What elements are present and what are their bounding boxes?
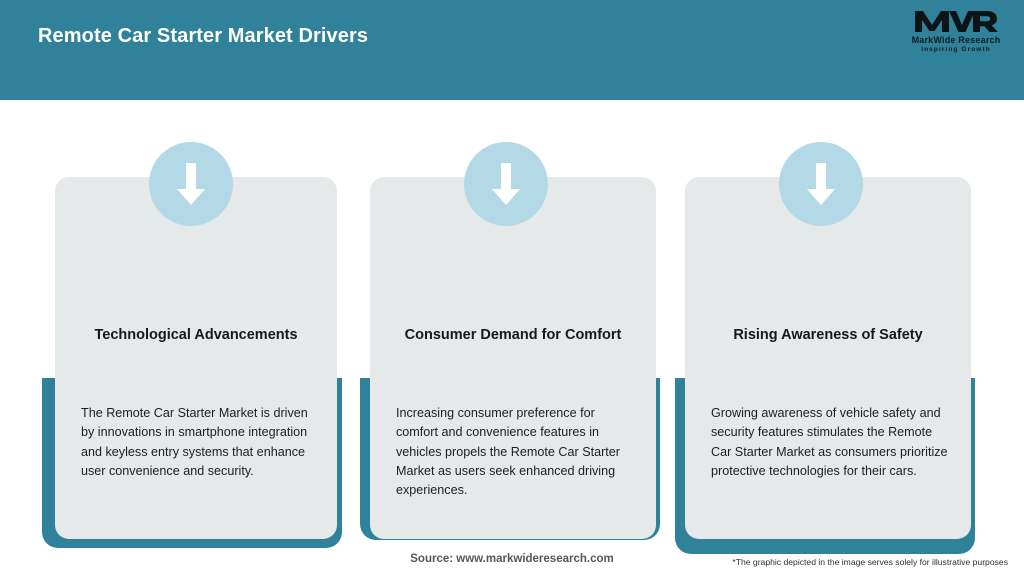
driver-card-2: Consumer Demand for Comfort Increasing c… bbox=[350, 100, 672, 540]
arrow-down-icon bbox=[779, 142, 863, 226]
card-body-text: The Remote Car Starter Market is driven … bbox=[81, 406, 308, 478]
mwr-logo-icon bbox=[915, 11, 998, 32]
card-title: Rising Awareness of Safety bbox=[733, 327, 923, 343]
arrow-down-icon bbox=[149, 142, 233, 226]
card-title: Consumer Demand for Comfort bbox=[404, 327, 622, 343]
driver-card-3: Rising Awareness of Safety Growing aware… bbox=[665, 100, 987, 554]
source-label: Source: www.markwideresearch.com bbox=[410, 553, 614, 565]
card-surface: Consumer Demand for Comfort Increasing c… bbox=[370, 177, 656, 539]
card-body-text: Increasing consumer preference for comfo… bbox=[396, 406, 620, 498]
page-header: Remote Car Starter Market Drivers MarkWi… bbox=[0, 0, 1024, 100]
logo-tagline: Inspiring Growth bbox=[921, 46, 991, 53]
arrow-down-icon bbox=[464, 142, 548, 226]
card-body-text: Growing awareness of vehicle safety and … bbox=[711, 406, 948, 478]
logo-company-name: MarkWide Research bbox=[911, 35, 1001, 45]
arrow-down-glyph bbox=[807, 163, 835, 205]
arrow-down-glyph bbox=[177, 163, 205, 205]
arrow-down-glyph bbox=[492, 163, 520, 205]
card-surface: Technological Advancements The Remote Ca… bbox=[55, 177, 337, 539]
markwide-research-logo: MarkWide Research Inspiring Growth bbox=[902, 8, 1010, 64]
card-title: Technological Advancements bbox=[94, 327, 298, 343]
driver-card-1: Technological Advancements The Remote Ca… bbox=[32, 100, 354, 548]
disclaimer-label: *The graphic depicted in the image serve… bbox=[732, 557, 1008, 567]
page-title: Remote Car Starter Market Drivers bbox=[38, 25, 369, 47]
card-surface: Rising Awareness of Safety Growing aware… bbox=[685, 177, 971, 539]
drivers-card-stage: Technological Advancements The Remote Ca… bbox=[0, 100, 1024, 554]
